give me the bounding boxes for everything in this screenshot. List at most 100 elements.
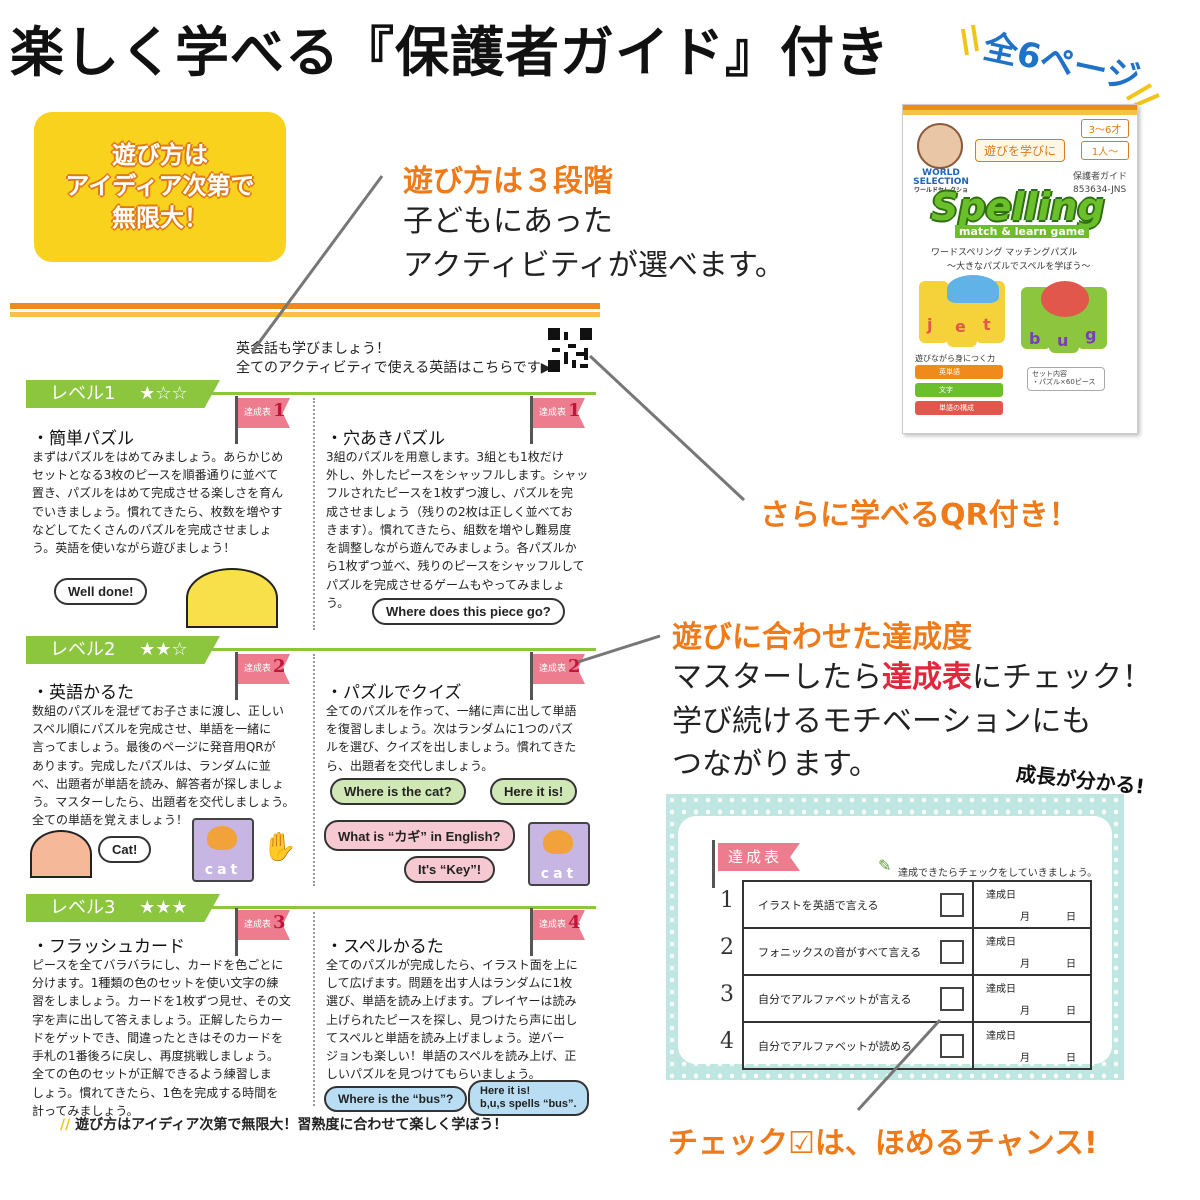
qr-code-icon[interactable] <box>548 328 592 372</box>
section-title-hole-puzzle: ・穴あきパズル <box>326 429 445 449</box>
speech-bubble-cat: Cat! <box>98 836 152 863</box>
column-separator <box>313 398 315 630</box>
achievement-item: 自分でアルファベットが言える <box>742 974 974 1023</box>
achievement-line1-prefix: マスターしたら <box>672 660 882 695</box>
cat-card-image: cat <box>192 818 254 882</box>
achievement-flag-icon: 達成表 3 <box>235 908 293 956</box>
row-number: 2 <box>720 935 734 960</box>
smiley-face-icon <box>186 568 278 628</box>
level3-stars: ★★★ <box>139 897 188 918</box>
qr-line1: 英会話も学びましょう！ <box>236 341 390 357</box>
here-bus-line2: b,u,s spells “bus”. <box>480 1098 577 1111</box>
checkbox[interactable] <box>940 1034 964 1058</box>
pages-badge: 全6ページ <box>955 15 1165 105</box>
product-guide-cover: WORLD SELECTION ワールドセレクション 遊びを学びに 3～6才 1… <box>902 104 1138 434</box>
letter-j: j <box>927 315 933 334</box>
achievement-item: イラストを英語で言える <box>742 880 974 929</box>
qr-description: 英会話も学びましょう！ 全てのアクティビティで使える英語はこちらです▶ <box>236 340 552 378</box>
cover-stripe-orange <box>903 105 1137 110</box>
achievement-chart: 達成表 ✎ 達成できたらチェックをしていきましょう。 1 2 3 4 イラストを… <box>666 794 1124 1080</box>
section-title-spell-karuta: ・スペルかるた <box>326 937 444 957</box>
level2-stars: ★★☆ <box>139 639 188 660</box>
player-count: 1人～ <box>1081 141 1129 160</box>
set-contents: セット内容 ・パズル×60ピース <box>1027 367 1105 391</box>
row-number: 1 <box>720 888 734 913</box>
cat-icon <box>543 830 573 854</box>
achievement-callout-line3: つながります。 <box>672 747 879 782</box>
age-players-box: 3～6才 1人～ <box>1081 119 1129 163</box>
letter-u: u <box>1057 331 1069 350</box>
brand-name: WORLD SELECTION <box>913 168 969 188</box>
qr-line2: 全てのアクティビティで使える英語はこちらです▶ <box>236 359 552 376</box>
achievement-flag-icon: 達成表 4 <box>530 908 588 956</box>
achievement-date-cell[interactable]: 達成日月日 <box>972 974 1092 1023</box>
cat-word: cat <box>540 866 578 882</box>
achievement-line1-emphasis: 達成表 <box>882 660 972 695</box>
speech-bubble-here-it-is: Here it is! <box>490 778 578 805</box>
cat-word: cat <box>204 862 242 878</box>
flag-number: 2 <box>568 656 581 677</box>
table-row: 自分でアルファベットが言える 達成日月日 <box>742 974 1092 1023</box>
section-body-spell-karuta: 全てのパズルが完成したら、イラスト面を上に して広げます。問題を出す人はランダム… <box>326 958 578 1082</box>
checkbox[interactable] <box>940 940 964 964</box>
achievement-date-cell[interactable]: 達成日月日 <box>972 1021 1092 1070</box>
achievement-line1-suffix: にチェック！ <box>972 660 1152 695</box>
letter-b: b <box>1029 329 1041 348</box>
speech-bubble-where-cat: Where is the cat? <box>330 778 466 805</box>
section-body-flash-cards: ピースを全てバラバラにし、カードを色ごとに 分けます。1種類の色のセットを使い文… <box>32 958 291 1118</box>
achievement-chart-flag: 達成表 <box>718 843 800 871</box>
column-separator <box>313 654 315 886</box>
here-bus-line1: Here it is! <box>480 1085 531 1097</box>
speech-bubble-what-kagi: What is “カギ” in English? <box>324 820 515 851</box>
speech-bubble-here-bus: Here it is! b,u,s spells “bus”. <box>468 1080 589 1117</box>
section-body-puzzle-quiz: 全てのパズルを作って、一緒に声に出して単語 を復習しましょう。次はランダムに1つ… <box>326 704 577 773</box>
mascot-face-icon <box>917 123 963 169</box>
row-number: 4 <box>720 1029 734 1054</box>
achievement-table: イラストを英語で言える 達成日月日 フォニックスの音がすべて言える 達成日月日 … <box>742 880 1092 1070</box>
column-separator <box>313 912 315 1106</box>
ladybug-icon <box>1041 281 1089 317</box>
emphasis-lines-icon <box>961 24 1160 105</box>
set-heading: セット内容 <box>1032 370 1067 378</box>
footer-marks: // <box>60 1117 71 1133</box>
row-number: 3 <box>720 982 734 1007</box>
speech-bubble-well-done: Well done! <box>54 578 148 605</box>
guide-label-block: 保護者ガイド 853634-JNS <box>1073 171 1127 196</box>
achievement-date-cell[interactable]: 達成日月日 <box>972 927 1092 976</box>
level1-label: レベル1 <box>50 383 116 404</box>
levels-callout-line2: アクティビティが選べます。 <box>403 247 785 283</box>
learn-item-word-structure: 単語の構成 <box>915 401 1003 415</box>
cat-card-image: cat <box>528 822 590 886</box>
speech-bubble-its-key: It's “Key”! <box>404 856 496 883</box>
level1-divider <box>26 392 596 395</box>
achievement-item: フォニックスの音がすべて言える <box>742 927 974 976</box>
levels-callout-line1: 子どもにあった <box>403 204 613 239</box>
learn-item-vocab: 英単語 <box>915 365 1003 379</box>
checkbox[interactable] <box>940 987 964 1011</box>
achievement-chart-panel: 達成表 ✎ 達成できたらチェックをしていきましょう。 1 2 3 4 イラストを… <box>678 816 1112 1070</box>
table-row: イラストを英語で言える 達成日月日 <box>742 880 1092 929</box>
product-subtitle: match & learn game <box>955 225 1089 238</box>
infinite-play-badge: 遊び方は アイディア次第で 無限大！ <box>30 108 290 266</box>
flag-number: 3 <box>273 912 286 933</box>
speech-bubble-where-piece: Where does this piece go? <box>372 598 565 625</box>
achievement-date-cell[interactable]: 達成日月日 <box>972 880 1092 929</box>
checkbox[interactable] <box>940 893 964 917</box>
cover-stripe-yellow <box>903 110 1137 115</box>
pencil-icon: ✎ <box>878 856 892 875</box>
achievement-flag-icon: 達成表 1 <box>530 396 588 444</box>
jet-plane-icon <box>947 275 999 303</box>
level2-label: レベル2 <box>50 639 116 660</box>
play-to-learn-tag: 遊びを学びに <box>975 139 1066 162</box>
footer-text: 遊び方はアイディア次第で無限大！習熟度に合わせて楽しく学ぼう！ <box>75 1117 508 1133</box>
section-body-english-karuta: 数組のパズルを混ぜてお子さまに渡し、正しい スペル順にパズルを完成させ、単語を一… <box>32 704 295 828</box>
flag-number: 4 <box>568 912 581 933</box>
flag-number: 1 <box>568 400 581 421</box>
levels-callout-heading: 遊び方は３段階 <box>403 164 613 199</box>
infinite-play-text: 遊び方は アイディア次第で 無限大！ <box>65 141 255 232</box>
achievement-item: 自分でアルファベットが読める <box>742 1021 974 1070</box>
flag-pole-icon <box>712 840 715 888</box>
happy-face-icon <box>30 830 92 878</box>
qr-callout: さらに学べるQR付き！ <box>760 498 1079 533</box>
levels-callout: 遊び方は３段階 子どもにあった アクティビティが選べます。 <box>403 156 785 287</box>
